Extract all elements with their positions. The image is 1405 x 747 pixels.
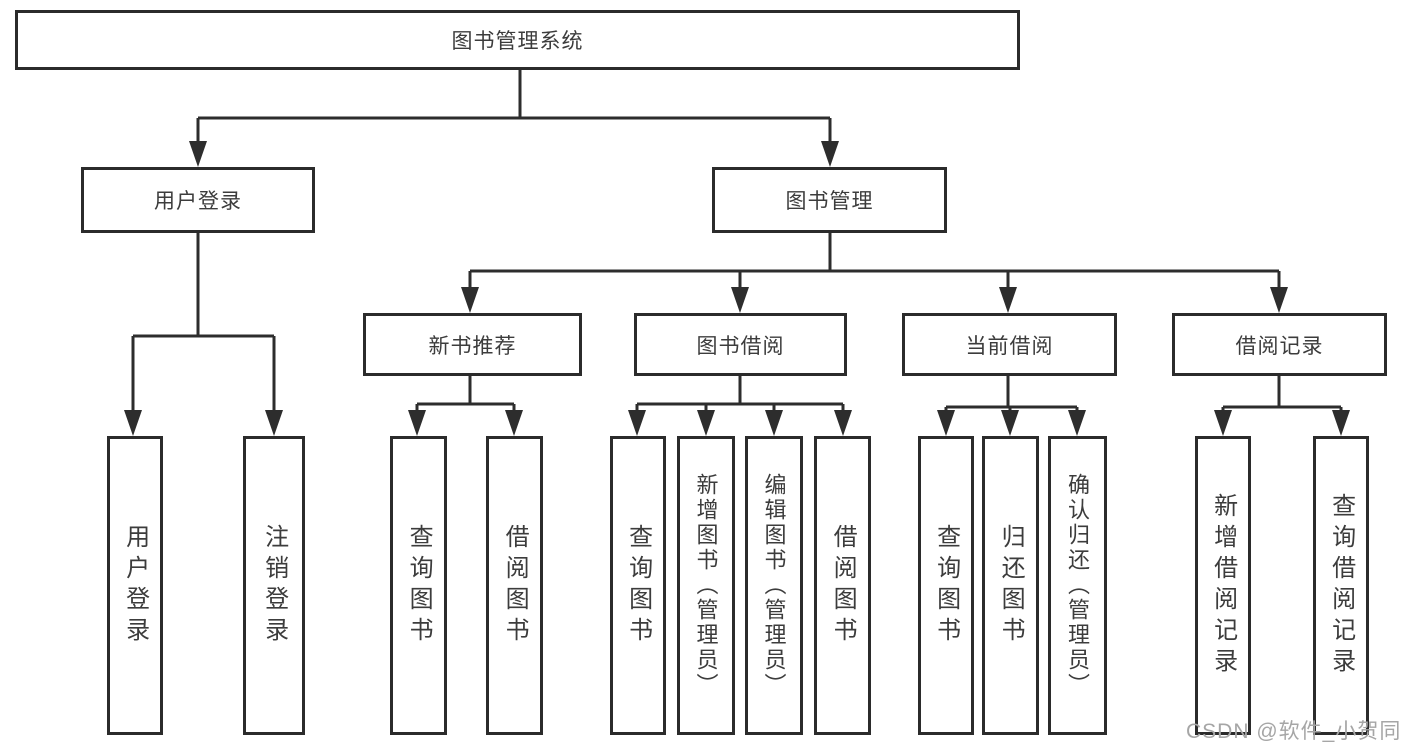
connector-borrowing-records-split	[1221, 376, 1343, 414]
connector-new-book-recommend-split	[415, 376, 516, 414]
node-label: 当前借阅	[965, 334, 1054, 358]
leaf-query-books-current: 查询图书	[918, 436, 974, 735]
arrowhead	[999, 287, 1017, 313]
node-label: 查询图书	[932, 523, 960, 648]
arrowhead	[505, 410, 523, 436]
node-label: 注销登录	[260, 523, 288, 648]
node-book-borrowing: 图书借阅	[634, 313, 847, 376]
arrowhead	[765, 410, 783, 436]
node-label: 新书推荐	[428, 334, 517, 358]
node-label: 归还图书	[997, 523, 1025, 648]
node-label: 新增借阅记录	[1209, 492, 1237, 679]
arrowhead	[697, 410, 715, 436]
leaf-return-books: 归还图书	[982, 436, 1039, 735]
node-label: 借阅图书	[829, 523, 857, 648]
node-label: 用户登录	[154, 190, 242, 213]
arrowhead	[731, 287, 749, 313]
node-book-management: 图书管理	[712, 167, 947, 233]
arrowhead	[821, 141, 839, 167]
csdn-watermark: CSDN @软件_小贺同学	[1186, 720, 1402, 743]
node-library-management-system: 图书管理系统	[15, 10, 1020, 70]
leaf-borrow-books: 借阅图书	[814, 436, 871, 735]
connector-user-login-split	[131, 233, 276, 412]
leaf-query-borrow-record: 查询借阅记录	[1313, 436, 1369, 735]
node-label: 图书管理系统	[451, 30, 584, 53]
node-label: 图书借阅	[696, 334, 785, 358]
leaf-user-login: 用户登录	[107, 436, 163, 735]
node-label: 借阅图书	[501, 523, 529, 648]
node-new-book-recommend: 新书推荐	[363, 313, 582, 376]
arrowhead	[834, 410, 852, 436]
leaf-confirm-return-admin: 确认归还（管理员）	[1048, 436, 1107, 735]
node-label: 借阅记录	[1235, 334, 1324, 358]
arrowhead	[628, 410, 646, 436]
arrowhead	[461, 287, 479, 313]
connector-root-to-level2	[196, 68, 832, 143]
node-user-login: 用户登录	[81, 167, 315, 233]
leaf-logout: 注销登录	[243, 436, 305, 735]
arrowhead	[124, 410, 142, 436]
connector-book-borrowing-split	[635, 376, 845, 414]
arrowhead	[1068, 410, 1086, 436]
arrowhead	[1270, 287, 1288, 313]
leaf-add-borrow-record: 新增借阅记录	[1195, 436, 1251, 735]
connector-current-borrowing-split	[944, 376, 1079, 414]
leaf-borrow-books-recommend: 借阅图书	[486, 436, 543, 735]
leaf-query-books-recommend: 查询图书	[390, 436, 447, 735]
node-borrowing-records: 借阅记录	[1172, 313, 1387, 376]
node-label: 新增图书（管理员）	[693, 473, 719, 698]
node-label: 确认归还（管理员）	[1065, 473, 1091, 698]
node-label: 查询图书	[624, 523, 652, 648]
node-label: 查询图书	[405, 523, 433, 648]
leaf-query-books-borrowing: 查询图书	[610, 436, 666, 735]
arrowhead	[1214, 410, 1232, 436]
arrowhead	[189, 141, 207, 167]
arrowhead	[408, 410, 426, 436]
arrowhead	[1001, 410, 1019, 436]
leaf-add-books-admin: 新增图书（管理员）	[677, 436, 735, 735]
arrowhead	[265, 410, 283, 436]
arrowhead	[937, 410, 955, 436]
node-current-borrowing: 当前借阅	[902, 313, 1117, 376]
arrowhead	[1332, 410, 1350, 436]
leaf-edit-books-admin: 编辑图书（管理员）	[745, 436, 803, 735]
node-label: 编辑图书（管理员）	[761, 473, 787, 698]
connector-book-management-split	[468, 233, 1281, 289]
node-label: 用户登录	[121, 523, 149, 648]
node-label: 查询借阅记录	[1327, 492, 1355, 679]
node-label: 图书管理	[785, 190, 874, 213]
